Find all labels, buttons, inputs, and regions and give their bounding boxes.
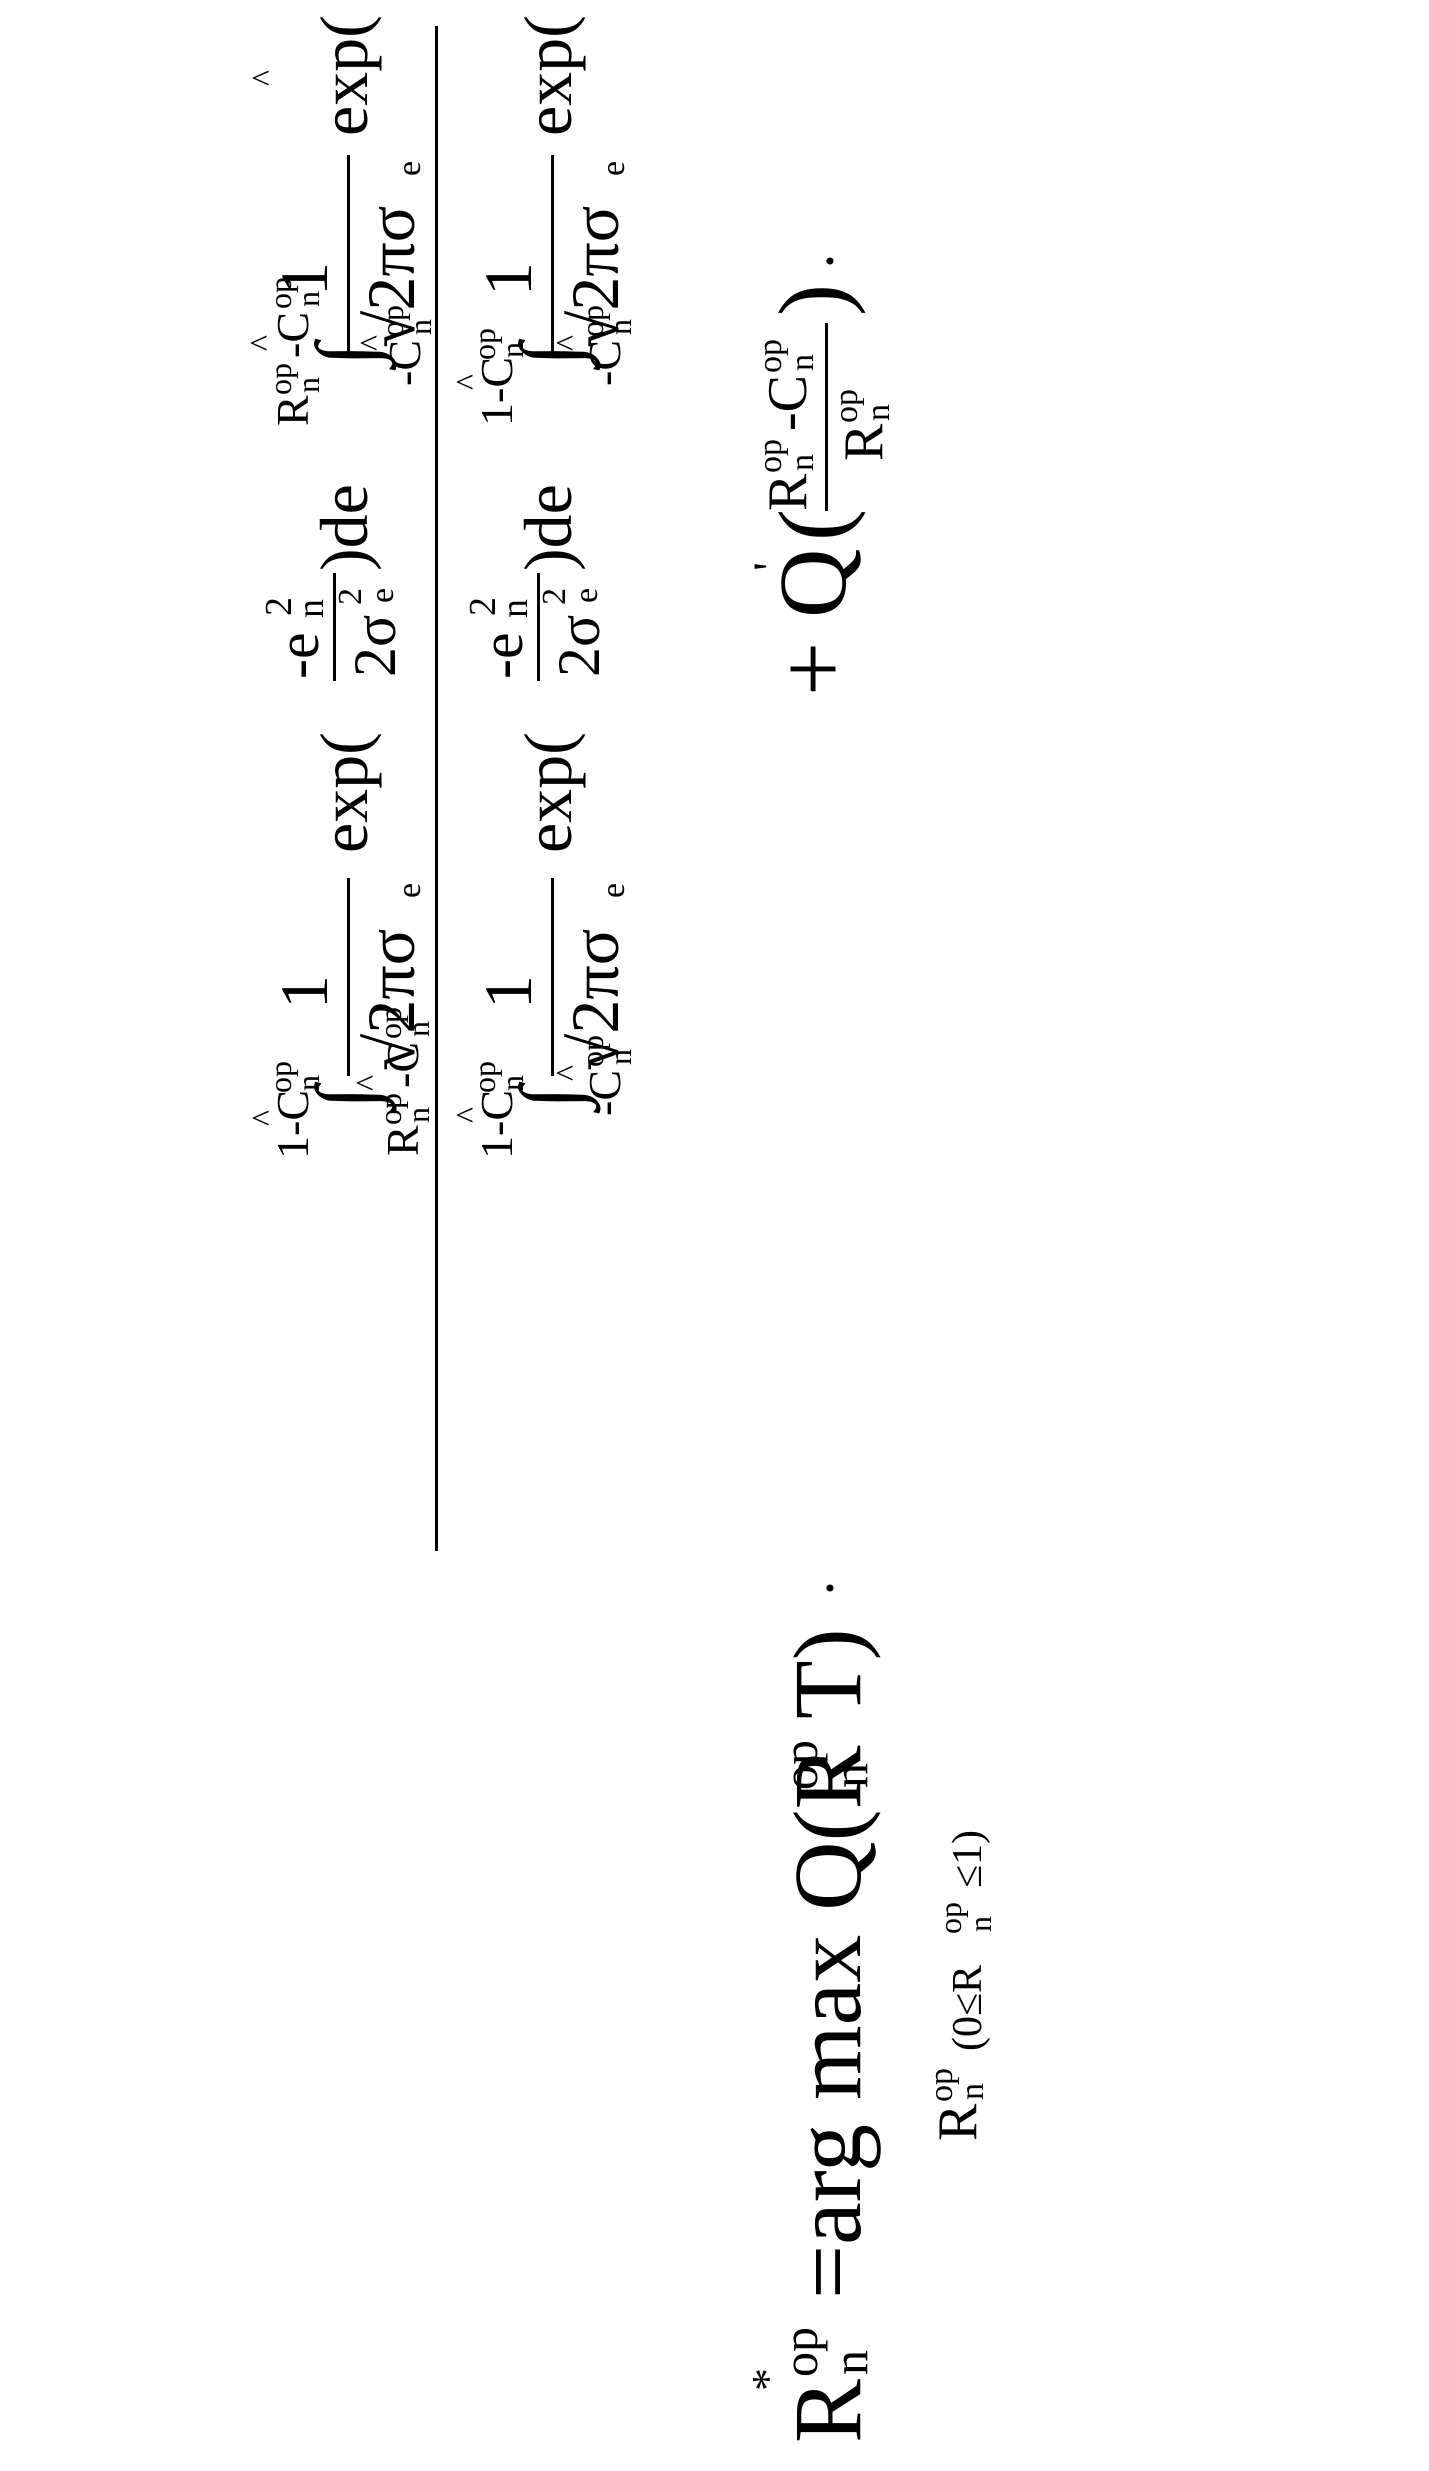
f2-num-lower-hat: ^ [356, 335, 390, 351]
f2-num-one: 1 [270, 262, 338, 296]
f2-num-upper-n: n [292, 377, 324, 393]
f2-num-sqrt-sub: e [393, 161, 427, 176]
f2-den-upper-limit: 1-C [474, 357, 520, 426]
f2-den-lower-hat: ^ [552, 335, 586, 351]
f2-den-exp: exp( [514, 15, 582, 136]
f2-den-lower: -C [582, 340, 628, 386]
f2-den-one: 1 [474, 262, 542, 296]
f2-num-upper-hat: ^ [246, 335, 280, 351]
f2-num-upper-R: R [270, 395, 316, 426]
f2-den-upper-hat: ^ [452, 374, 486, 390]
f2-num-exp: exp( [310, 15, 378, 136]
f2-den-lower-n: n [604, 319, 636, 335]
f2-den-norm-bar [551, 155, 554, 353]
f2-den-sqrt-sub: e [597, 161, 631, 176]
f2-num-norm-bar [347, 155, 350, 353]
fraction-2-bar [435, 26, 438, 446]
f2-num-lower-n: n [404, 319, 436, 335]
